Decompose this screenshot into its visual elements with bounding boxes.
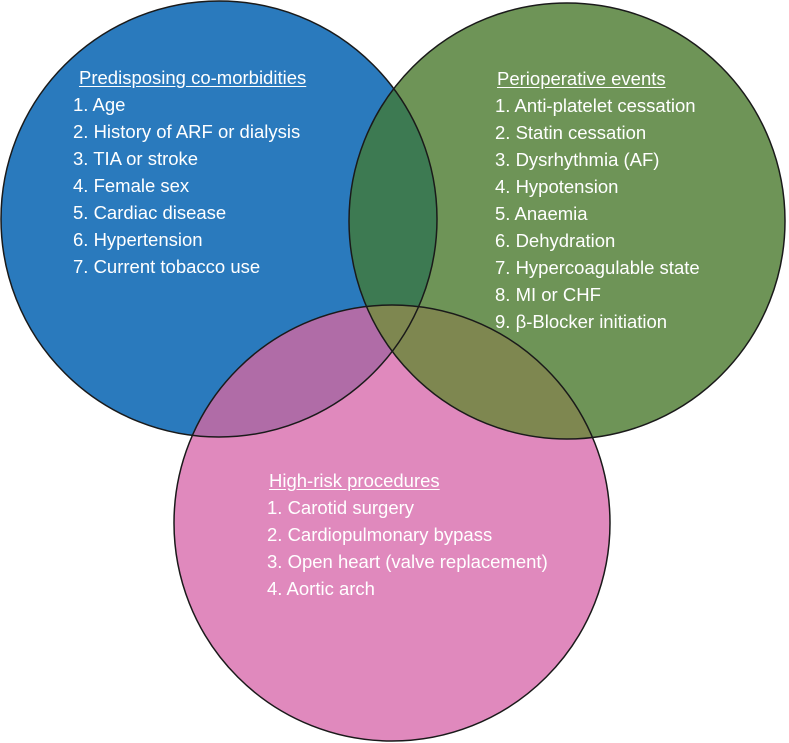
list-item: 4. Female sex [73,175,190,196]
list-item: 7. Hypercoagulable state [495,257,700,278]
list-item: 6. Dehydration [495,230,616,251]
perioperative-title: Perioperative events [497,68,666,89]
highrisk-list: 1. Carotid surgery 2. Cardiopulmonary by… [267,494,548,602]
overlap-perioperative-highrisk [349,305,610,439]
list-item: 1. Anti-platelet cessation [495,95,696,116]
predisposing-title: Predisposing co-morbidities [79,67,307,88]
list-item: 3. TIA or stroke [73,148,199,169]
list-item: 9. β-Blocker initiation [495,311,668,332]
list-item: 8. MI or CHF [495,284,601,305]
overlap-predisposing-highrisk [174,305,437,437]
list-item: 5. Cardiac disease [73,202,227,223]
list-item: 7. Current tobacco use [73,256,261,277]
predisposing-circle-outline [0,0,438,438]
list-item: 4. Hypotension [495,176,619,197]
list-item: 3. Dysrhythmia (AF) [495,149,660,170]
perioperative-list: 1. Anti-platelet cessation 2. Statin ces… [495,92,700,335]
list-item: 2. History of ARF or dialysis [73,121,301,142]
list-item: 3. Open heart (valve replacement) [267,551,548,572]
list-item: 5. Anaemia [495,203,588,224]
list-item: 1. Age [73,94,126,115]
predisposing-list: 1. Age 2. History of ARF or dialysis 3. … [73,91,306,280]
perioperative-events-block: Perioperative events 1. Anti-platelet ce… [495,65,700,335]
perioperative-circle-outline [348,2,786,440]
highrisk-title: High-risk procedures [269,470,440,491]
list-item: 1. Carotid surgery [267,497,415,518]
list-item: 2. Statin cessation [495,122,647,143]
list-item: 6. Hypertension [73,229,203,250]
predisposing-comorbidities-block: Predisposing co-morbidities 1. Age 2. Hi… [73,64,306,280]
list-item: 2. Cardiopulmonary bypass [267,524,493,545]
highrisk-circle-outline [173,304,611,742]
high-risk-procedures-block: High-risk procedures 1. Carotid surgery … [267,467,548,602]
list-item: 4. Aortic arch [267,578,375,599]
